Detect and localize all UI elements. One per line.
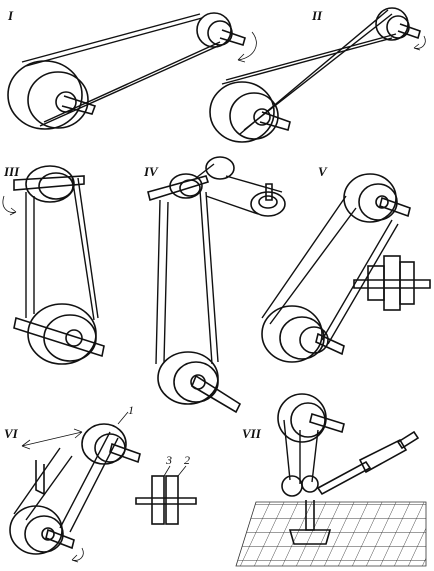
- bottom-pulley-face: [173, 361, 219, 403]
- pulley-large: [209, 81, 275, 143]
- lower-pulley: [9, 505, 63, 555]
- lower-shaft: [13, 316, 105, 358]
- open-belt-inner: [25, 17, 221, 123]
- quarter-turn-belt: [155, 189, 219, 365]
- driven-pulley-face: [27, 71, 89, 129]
- lower-pulley-hub: [41, 527, 55, 541]
- guide-belt: [195, 163, 283, 215]
- lower-pulley-hub: [65, 329, 83, 347]
- pulley-large-face: [229, 92, 279, 140]
- panel-label-VI: VI: [4, 426, 19, 441]
- tension-shaft: [109, 442, 141, 464]
- pulley-small-face: [386, 15, 410, 39]
- rotation-arrow-icon: [237, 31, 257, 63]
- panel-VII-machine-drive: VII: [235, 393, 427, 567]
- vertical-belt: [25, 175, 99, 321]
- upper-shaft: [379, 196, 411, 218]
- panel-label-V: V: [318, 164, 328, 179]
- callout-1: 1: [128, 403, 134, 417]
- driver-shaft: [219, 29, 246, 47]
- fast-loose-pulley-detail: [353, 255, 431, 311]
- angled-pulley: [250, 191, 286, 217]
- stepped-shaft: [315, 332, 345, 356]
- bottom-shaft: [191, 374, 242, 414]
- shaft-large: [259, 111, 291, 131]
- pulley-section-detail: 3 2: [135, 453, 197, 525]
- stepped-belt: [261, 195, 399, 345]
- callout-line-1: [117, 411, 129, 425]
- idler-pulley: [301, 475, 319, 493]
- callout-3: 3: [165, 453, 172, 467]
- tension-pulley: [81, 423, 127, 465]
- tension-belt: [13, 431, 119, 533]
- rotation-arrow-icon: [413, 35, 426, 51]
- rotation-arrow-icon: [71, 547, 84, 563]
- machine-shaft: [396, 430, 420, 450]
- panel-VI-tensioned-drive: VI 1 3 2: [4, 403, 197, 563]
- lower-pulley-face: [24, 515, 64, 553]
- upper-pulley-face: [358, 183, 398, 221]
- panel-III-vertical-drive: III: [2, 164, 105, 365]
- upper-pulley: [343, 173, 397, 223]
- panel-I-open-belt: I: [7, 8, 257, 130]
- upper-pulley: [25, 165, 75, 203]
- pulley-large-hub: [253, 108, 271, 126]
- angled-pulley-face: [258, 195, 278, 209]
- panel-label-I: I: [7, 8, 14, 23]
- open-belt: [21, 13, 219, 127]
- rotation-arrow-icon: [2, 195, 17, 216]
- machine-block: [358, 438, 408, 474]
- belt-fork: [35, 460, 45, 496]
- shaft-small: [397, 23, 421, 40]
- panel-V-stepped-drive: V: [261, 164, 431, 363]
- panel-label-II: II: [311, 8, 323, 23]
- drive-arm: [316, 460, 372, 496]
- driver-pulley-small: [196, 12, 232, 48]
- crossed-belt: [221, 9, 393, 135]
- guide-pulley: [205, 156, 235, 180]
- overhead-pulley-face: [290, 402, 326, 438]
- upper-pulley-face: [38, 172, 74, 200]
- panel-label-IV: IV: [143, 164, 159, 179]
- lower-pulley-face: [43, 314, 97, 362]
- driven-pulley-hub: [55, 91, 77, 113]
- panel-IV-quarter-turn-drive: IV: [143, 156, 286, 414]
- lower-pulley: [27, 303, 97, 365]
- callout-2: 2: [184, 453, 190, 467]
- panel-label-VII: VII: [242, 426, 262, 441]
- floor-grid: [235, 501, 427, 567]
- overhead-pulley: [277, 393, 327, 443]
- stepped-pulley-face: [279, 316, 325, 360]
- lower-shaft: [45, 528, 75, 550]
- tension-pulley-face: [94, 433, 126, 463]
- panel-label-III: III: [3, 164, 20, 179]
- stepped-pulley: [261, 305, 323, 363]
- upper-pulley-hub: [375, 195, 389, 209]
- upper-shaft: [13, 175, 85, 191]
- machine-pulley: [281, 475, 303, 497]
- angled-shaft: [265, 183, 273, 201]
- driven-pulley-large: [7, 60, 83, 130]
- top-shaft: [147, 175, 210, 202]
- support-base: [288, 529, 332, 545]
- driven-shaft: [61, 95, 97, 115]
- vertical-belt: [283, 419, 319, 484]
- overhead-shaft: [309, 412, 345, 434]
- panel-II-crossed-belt: II: [209, 7, 426, 143]
- stepped-pulley-step: [299, 326, 329, 354]
- crossed-belt-inner: [225, 13, 397, 131]
- tension-arrow-icon: [21, 428, 83, 450]
